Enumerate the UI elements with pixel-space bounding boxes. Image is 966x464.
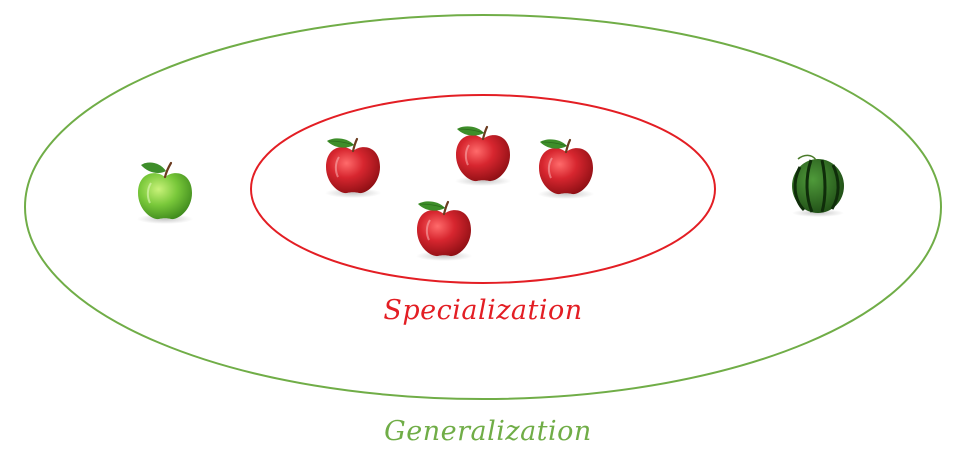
watermelon-icon xyxy=(792,154,844,217)
generalization-ellipse xyxy=(24,14,942,400)
specialization-ellipse xyxy=(250,94,716,284)
red-apple-icon xyxy=(453,125,513,188)
red-apple-icon xyxy=(414,200,474,263)
green-apple-icon xyxy=(137,161,193,224)
specialization-label: Specialization xyxy=(383,295,582,326)
generalization-label: Generalization xyxy=(384,416,592,447)
red-apple-icon xyxy=(536,138,596,201)
red-apple-icon xyxy=(323,137,383,200)
